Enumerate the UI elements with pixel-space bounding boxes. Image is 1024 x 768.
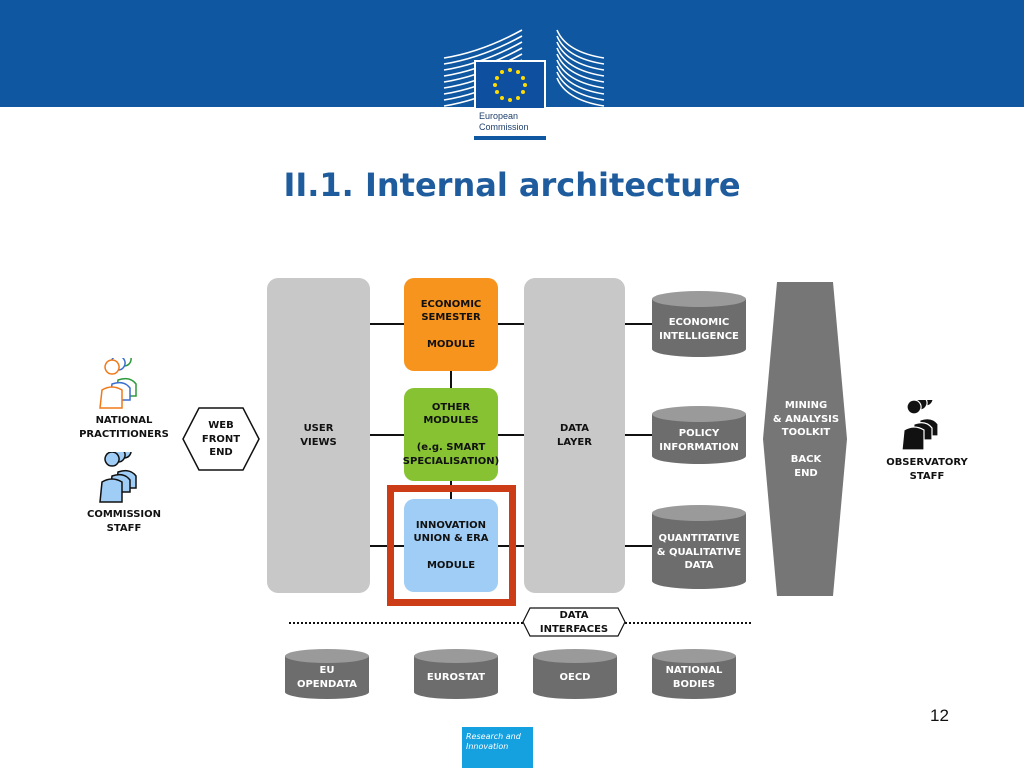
commission-building-icon <box>443 29 605 140</box>
connector-line <box>370 323 404 325</box>
page-title: II.1. Internal architecture <box>283 166 741 204</box>
database-cylinder-icon <box>652 649 736 699</box>
research-innovation-badge: Research and Innovation <box>462 727 533 768</box>
policy-information-store: POLICY INFORMATION <box>651 405 747 465</box>
people-group-icon <box>99 452 137 503</box>
users-national-practitioners-label: NATIONAL PRACTITIONERS <box>79 415 169 440</box>
source-eurostat: EUROSTAT <box>413 648 499 700</box>
connector-line <box>497 434 524 436</box>
web-front-end-hexagon <box>182 407 260 471</box>
connector-line <box>450 370 452 388</box>
european-commission-logo: European Commission <box>442 28 606 142</box>
quantitative-qualitative-store: QUANTITATIVE & QUALITATIVE DATA <box>651 504 747 590</box>
economic-semester-module: ECONOMIC SEMESTER MODULE <box>404 278 498 371</box>
data-interfaces-label: DATA INTERFACES <box>539 610 609 635</box>
user-views-block: USER VIEWS <box>267 278 370 593</box>
users-observatory-staff-label: OBSERVATORY STAFF <box>886 457 968 482</box>
data-interfaces-shape <box>522 607 626 637</box>
connector-line <box>625 323 652 325</box>
database-cylinder-icon <box>652 505 746 589</box>
connector-line <box>370 434 404 436</box>
data-interfaces-separator <box>289 622 751 624</box>
connector-line <box>497 323 524 325</box>
connector-line <box>625 434 652 436</box>
people-group-icon <box>901 400 939 451</box>
connector-line <box>625 545 652 547</box>
eu-stars-icon <box>493 68 527 102</box>
page-number: 12 <box>930 706 949 725</box>
database-cylinder-icon <box>285 649 369 699</box>
highlight-frame <box>387 485 516 606</box>
database-cylinder-icon <box>652 406 746 464</box>
source-oecd: OECD <box>532 648 618 700</box>
people-group-icon <box>99 358 137 409</box>
source-eu-opendata: EU OPENDATA <box>284 648 370 700</box>
database-cylinder-icon <box>533 649 617 699</box>
logo-text-european: European <box>479 111 519 121</box>
database-cylinder-icon <box>414 649 498 699</box>
other-modules-block: OTHER MODULES (e.g. SMART SPECIALISATION… <box>403 388 499 481</box>
database-cylinder-icon <box>652 291 746 357</box>
web-front-end-label: WEB FRONT END <box>201 420 241 458</box>
logo-text-commission: Commission <box>479 122 529 132</box>
source-national-bodies: NATIONAL BODIES <box>651 648 737 700</box>
users-commission-staff-label: COMMISSION STAFF <box>86 509 161 534</box>
innovation-union-module: INNOVATION UNION & ERA MODULE <box>404 499 498 592</box>
economic-intelligence-store: ECONOMIC INTELLIGENCE <box>651 290 747 358</box>
mining-toolkit-block <box>763 282 847 596</box>
data-layer-block: DATA LAYER <box>524 278 625 593</box>
mining-toolkit-label: MINING & ANALYSIS TOOLKIT BACK END <box>772 400 840 479</box>
